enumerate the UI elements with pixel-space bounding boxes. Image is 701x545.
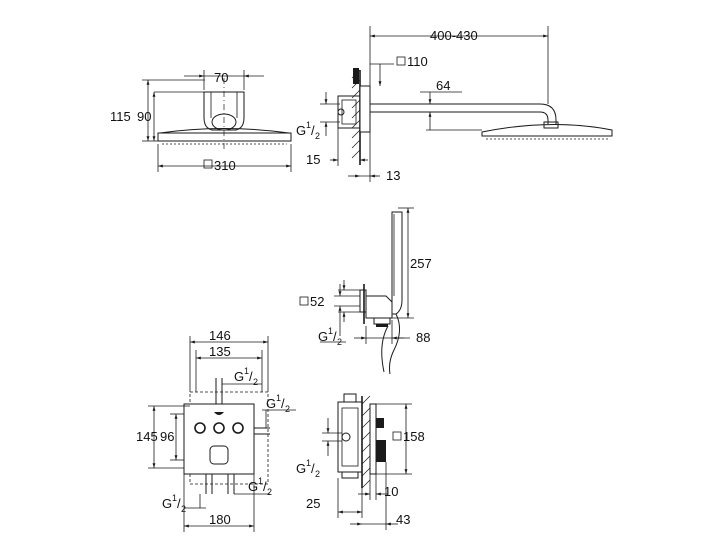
holder-bracket (365, 295, 393, 319)
dim-257: 257 (410, 256, 432, 271)
wall-box-inner (341, 99, 357, 125)
dim-10: 10 (384, 484, 398, 499)
bracket-inner-lines (210, 92, 238, 118)
knob-side (376, 440, 386, 462)
hose-left (381, 325, 389, 373)
svg-text:2: 2 (181, 504, 186, 514)
svg-text:2: 2 (315, 469, 320, 479)
dim-70: 70 (214, 70, 228, 85)
inlet-circle (337, 108, 345, 116)
svg-text:2: 2 (267, 487, 272, 497)
button-side (376, 418, 384, 428)
dim-g-arm: G (296, 123, 306, 138)
svg-text:/: / (263, 479, 267, 494)
dim-400-430: 400-430 (430, 28, 478, 43)
dim-g-bottom-left: G (162, 496, 172, 511)
dim-115: 115 (110, 109, 131, 124)
dim-88: 88 (416, 330, 430, 345)
valve-side-view: 158 G 1 / 2 10 25 43 (296, 393, 425, 530)
arm-bend (539, 103, 557, 124)
holder-nut (373, 317, 391, 325)
svg-text:/: / (281, 396, 285, 411)
dim-g-top: G (234, 369, 244, 384)
shower-arm-bracket (203, 91, 245, 131)
wall-flange (359, 85, 371, 133)
shower-arm-side-view: 400-430 110 64 G 1 / 2 15 13 (296, 26, 613, 183)
svg-text:1: 1 (306, 120, 311, 130)
svg-text:/: / (177, 496, 181, 511)
dim-g-right: G (266, 396, 276, 411)
head-side (481, 124, 613, 137)
head-shower-front-view: 70 115 90 310 (110, 70, 292, 173)
svg-text:1: 1 (276, 393, 281, 403)
dim-64: 64 (436, 78, 450, 93)
head-connector (543, 121, 559, 129)
hand-shower-view: 257 52 G 1 / 2 88 (299, 207, 432, 375)
valve-front-view: 146 135 G 1 / 2 G 1 / 2 145 96 G 1 / 2 (136, 328, 296, 532)
svg-text:2: 2 (253, 377, 258, 387)
svg-text:1: 1 (306, 458, 311, 468)
hose-right (389, 313, 400, 375)
dim-g-bottom-right: G (248, 479, 258, 494)
thermostat-knob (209, 445, 229, 465)
side-plate (369, 403, 377, 475)
side-inlet (341, 432, 351, 442)
dim-135: 135 (209, 344, 231, 359)
dim-g-hand: G (318, 329, 328, 344)
hand-shower-body (391, 211, 403, 315)
dim-180: 180 (209, 512, 231, 527)
square-symbol-52 (299, 296, 309, 306)
svg-text:/: / (249, 369, 253, 384)
button-3-icon (232, 422, 244, 434)
dim-310: 310 (214, 158, 236, 173)
svg-text:/: / (311, 123, 315, 138)
top-plate (353, 68, 359, 84)
svg-text:1: 1 (258, 476, 263, 486)
button-1-icon (194, 422, 206, 434)
wall-outlet-box (359, 289, 367, 313)
svg-text:2: 2 (285, 404, 290, 414)
svg-text:2: 2 (337, 337, 342, 347)
svg-text:/: / (333, 329, 337, 344)
square-symbol (203, 159, 213, 169)
dim-25: 25 (306, 496, 320, 511)
dim-90: 90 (137, 109, 151, 124)
square-symbol-158 (392, 431, 402, 441)
indicator-icon (214, 412, 224, 415)
svg-text:2: 2 (315, 131, 320, 141)
dim-52: 52 (310, 294, 324, 309)
dim-110: 110 (407, 54, 428, 69)
svg-text:/: / (311, 461, 315, 476)
button-2-icon (213, 422, 225, 434)
dim-15: 15 (306, 152, 320, 167)
svg-text:1: 1 (328, 326, 333, 336)
dim-96: 96 (160, 429, 174, 444)
svg-text:1: 1 (244, 366, 249, 376)
dim-146: 146 (209, 328, 231, 343)
dim-13: 13 (386, 168, 400, 183)
shower-head-rim (157, 132, 292, 142)
square-symbol-110 (396, 56, 406, 66)
svg-text:1: 1 (172, 493, 177, 503)
dim-g-side: G (296, 461, 306, 476)
dim-43: 43 (396, 512, 410, 527)
dim-158: 158 (403, 429, 425, 444)
dim-145: 145 (136, 429, 158, 444)
